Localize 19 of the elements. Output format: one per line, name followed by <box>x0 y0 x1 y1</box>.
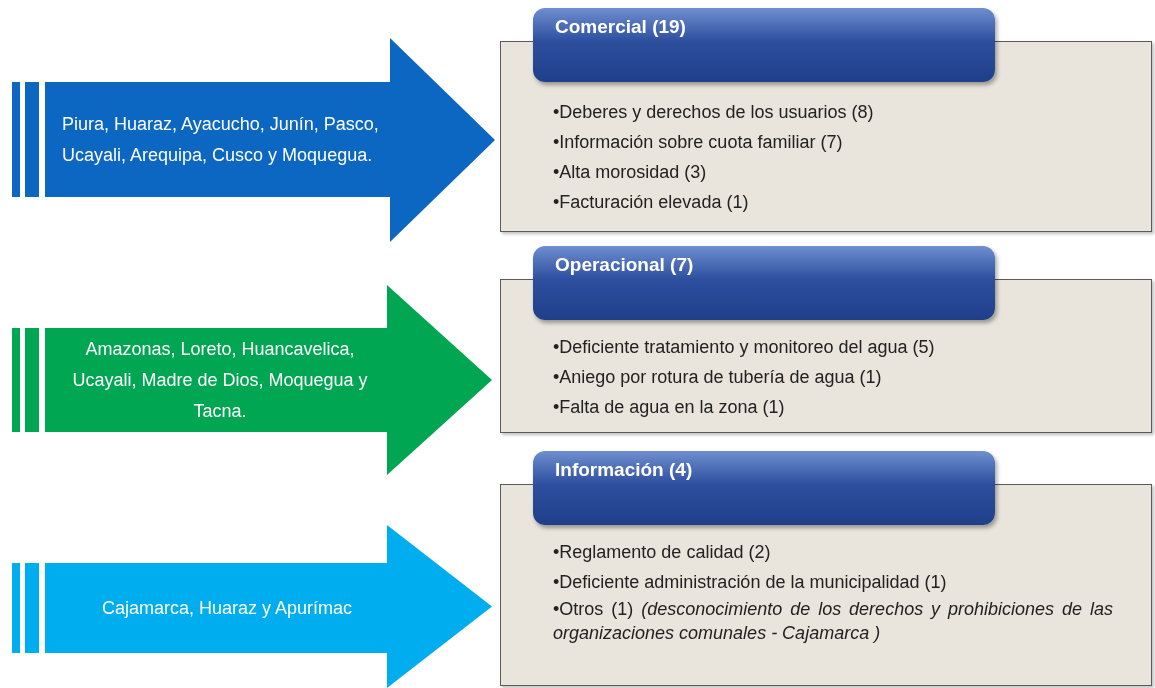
category-heading: Información (4) <box>533 451 995 525</box>
list-item: •Reglamento de calidad (2) <box>553 541 772 564</box>
list-item: •Deficiente administración de la municipalidad (1) <box>553 571 948 594</box>
category-heading: Comercial (19) <box>533 8 995 82</box>
list-item: •Facturación elevada (1) <box>553 191 750 214</box>
list-item: •Falta de agua en la zona (1) <box>553 396 786 419</box>
arrow-text: Cajamarca, Huaraz y Apurímac <box>100 596 354 620</box>
arrow-text: Piura, Huaraz, Ayacucho, Junín, Pasco, Ucayali, Arequipa, Cusco y Moquegua. <box>62 112 380 167</box>
arrow-text: Amazonas, Loreto, Huancavelica, Ucayali, Madre de Dios, Moquegua y Tacna. <box>71 337 369 423</box>
list-item: •Alta morosidad (3) <box>553 161 708 184</box>
arrow-banner <box>12 285 492 475</box>
list-item: •Información sobre cuota familiar (7) <box>553 131 844 154</box>
list-item: •Otros (1) (desconocimiento de los derechos y prohibiciones de las organizaciones comunales - Cajamarca ) <box>553 598 1113 645</box>
list-item: •Deberes y derechos de los usuarios (8) <box>553 101 875 124</box>
arrow-banner <box>12 38 495 242</box>
list-item: •Deficiente tratamiento y monitoreo del agua (5) <box>553 336 936 359</box>
arrow-banner <box>12 525 492 688</box>
list-item: •Aniego por rotura de tubería de agua (1) <box>553 366 883 389</box>
category-heading: Operacional (7) <box>533 246 995 320</box>
